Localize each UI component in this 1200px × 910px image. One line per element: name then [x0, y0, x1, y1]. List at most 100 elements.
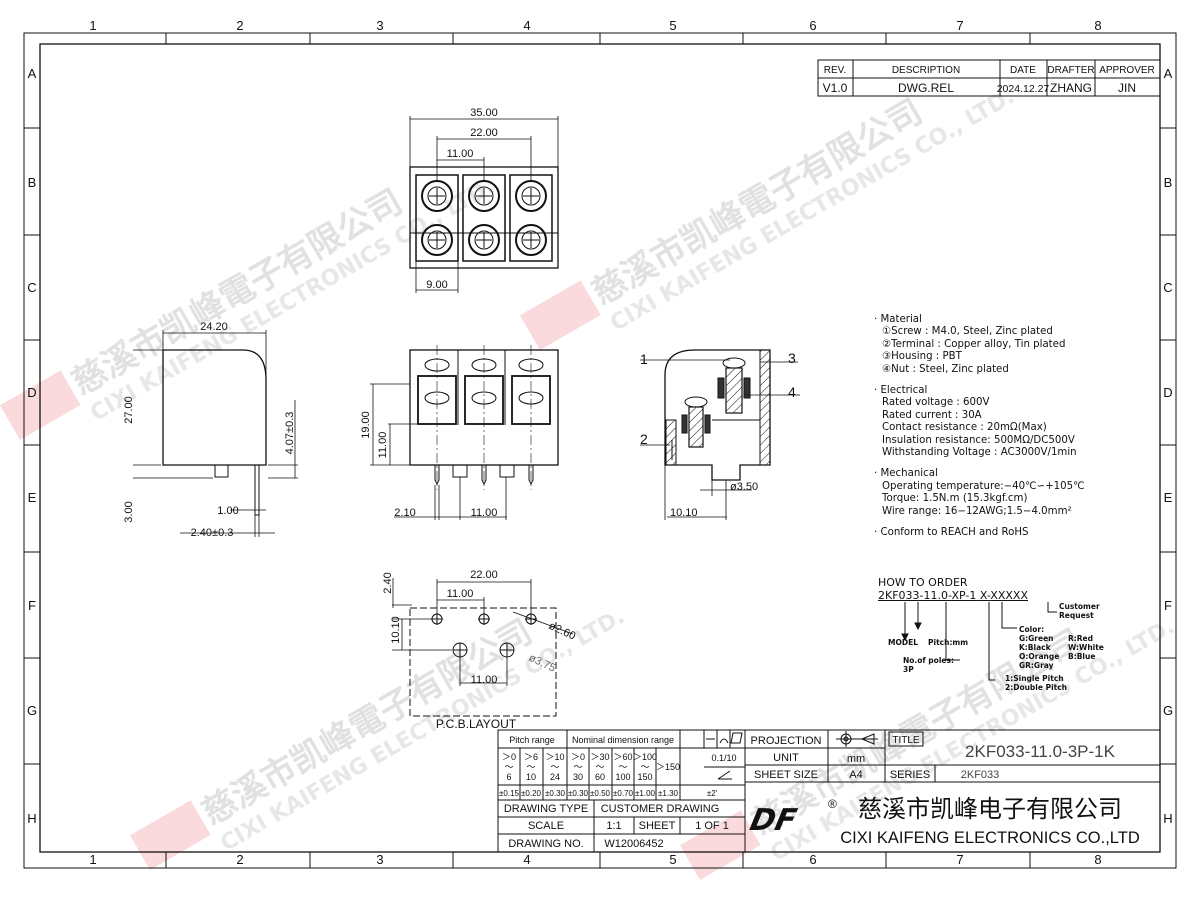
tolerance-value: ±0.20	[521, 789, 542, 798]
dimension-label: 10.10	[390, 616, 402, 644]
electrical-section: · Electrical	[874, 385, 928, 397]
mechanical-section: · Mechanical	[874, 468, 938, 480]
pcb-dimensions: 22.00 11.00 2.40 10.10 ø2.60 ø3.75 11.00…	[382, 569, 577, 731]
range-from: ＞100	[633, 752, 657, 762]
callout-3: 3	[788, 350, 796, 366]
dimension-label: 1.00	[217, 505, 238, 517]
grid-column-label: 8	[1094, 18, 1101, 33]
section-title: Material	[880, 314, 922, 325]
grid-row-label: C	[27, 280, 36, 295]
description-header: DESCRIPTION	[892, 65, 960, 76]
date-value: 2024.12.27	[997, 83, 1050, 95]
dimension-label: 11.00	[471, 507, 498, 519]
dimension-label: 3.00	[123, 501, 135, 522]
code-pitch: 11.0	[923, 589, 949, 602]
dimension-label: 22.00	[470, 569, 498, 581]
spec-line: Withstanding Voltage : AC3000V/1min	[882, 447, 1077, 459]
tolerance-value: ±0.15	[499, 789, 520, 798]
dimension-label: 11.00	[447, 588, 474, 600]
dimension-label: 35.00	[470, 107, 498, 119]
range-tilde: ～	[526, 762, 535, 772]
dimension-label: 2.40	[382, 572, 394, 593]
conform-note: · Conform to REACH and RoHS	[874, 527, 1029, 539]
grid-row-label: A	[1164, 66, 1173, 81]
range-to: 6	[506, 772, 511, 782]
watermark-logo	[520, 280, 601, 350]
callout-2: 2	[640, 431, 648, 447]
section-title: Mechanical	[880, 468, 938, 480]
company-name-en: CIXI KAIFENG ELECTRONICS CO.,LTD	[840, 829, 1140, 847]
how-to-order: HOW TO ORDER 2KF033-11.0-XP-1 X-XXXXX MO…	[878, 576, 1104, 692]
date-header: DATE	[1010, 65, 1036, 76]
how-to-order-title: HOW TO ORDER	[878, 576, 968, 589]
grid-row-label: C	[1163, 280, 1172, 295]
range-tilde: ～	[640, 762, 649, 772]
code-model: 2KF033	[878, 589, 920, 602]
dimension-label: 27.00	[123, 396, 135, 424]
sheet-label: SHEET	[639, 820, 676, 832]
range-to: 60	[595, 772, 605, 782]
dimension-label: 19.00	[360, 411, 372, 439]
scale-value: 1:1	[606, 820, 621, 832]
grid-column-label: 5	[669, 852, 676, 867]
front-view-dimensions: 19.00 11.00 2.10 11.00	[360, 411, 497, 519]
spec-line: Operating temperature:−40℃∽+105℃	[882, 480, 1085, 492]
pitch-type-2: 2:Double Pitch	[1005, 683, 1068, 692]
approver-value: JIN	[1118, 81, 1136, 95]
color-option: GR:Gray	[1019, 661, 1054, 670]
grid-column-label: 4	[523, 852, 530, 867]
sheet-value: 1 OF 1	[695, 820, 729, 832]
tolerance-table: Pitch range Nominal dimension range ＞0 ～…	[497, 729, 746, 853]
color-option: K:Black	[1019, 643, 1051, 652]
watermark-logo	[680, 810, 761, 880]
grid-column-label: 7	[956, 18, 963, 33]
grid-column-label: 8	[1094, 852, 1101, 867]
range-to: 10	[526, 772, 536, 782]
grid-row-label: E	[28, 490, 37, 505]
company-name-cn: 慈溪市凯峰电子有限公司	[858, 795, 1122, 823]
logo-mark: DF	[747, 803, 800, 838]
conform-text: Conform to REACH and RoHS	[880, 527, 1029, 539]
spec-line: Contact resistance : 20mΩ(Max)	[882, 422, 1047, 434]
code-sep: -	[986, 589, 991, 602]
pcb-layout-label: P.C.B.LAYOUT	[436, 717, 517, 731]
spec-line: ②Terminal : Copper alloy, Tin plated	[882, 338, 1066, 350]
range-from: ＞30	[590, 752, 609, 762]
tolerance-value: ±0.70	[613, 789, 634, 798]
spec-line: ①Screw : M4.0, Steel, Zinc plated	[882, 326, 1053, 338]
dimension-label: 10.10	[670, 507, 698, 519]
color-option: G:Green	[1019, 634, 1054, 643]
code-sep: -	[919, 589, 924, 602]
grid-row-label: B	[1164, 175, 1173, 190]
grid-row-label: B	[28, 175, 37, 190]
grid-row-label: F	[1164, 598, 1172, 613]
grid-column-label: 3	[376, 18, 383, 33]
dimension-label: 2.40±0.3	[191, 527, 234, 539]
grid-row-label: G	[27, 703, 37, 718]
grid-row-label: E	[1164, 490, 1173, 505]
top-view-dimensions: 35.00 22.00 11.00 9.00	[426, 107, 497, 291]
range-tilde: ～	[595, 762, 604, 772]
tolerance-value: ±0.30	[545, 789, 566, 798]
range-tilde: ～	[550, 762, 559, 772]
specification-notes: · Material ①Screw : M4.0, Steel, Zinc pl…	[874, 314, 1085, 540]
dimension-label: 9.00	[426, 279, 447, 291]
dimension-label: 4.07±0.3	[284, 412, 296, 455]
tolerance-value: ±1.00	[635, 789, 656, 798]
pitch-label: Pitch:mm	[928, 638, 969, 647]
range-to: 30	[573, 772, 583, 782]
sheet-size-label: SHEET SIZE	[754, 769, 818, 781]
spec-line: Rated voltage : 600V	[882, 397, 990, 409]
grid-row-label: H	[1163, 811, 1172, 826]
projection-symbol-icon	[836, 731, 878, 747]
unit-value: mm	[847, 753, 865, 765]
series-value: 2KF033	[961, 769, 1000, 781]
callout-1: 1	[640, 351, 648, 367]
registered-mark: ®	[828, 797, 837, 811]
spec-line: ④Nut : Steel, Zinc plated	[882, 363, 1009, 375]
grid-column-label: 5	[669, 18, 676, 33]
grid-column-label: 6	[809, 18, 816, 33]
dimension-label: 11.00	[471, 674, 498, 686]
tolerance-value: ±1.30	[658, 789, 679, 798]
